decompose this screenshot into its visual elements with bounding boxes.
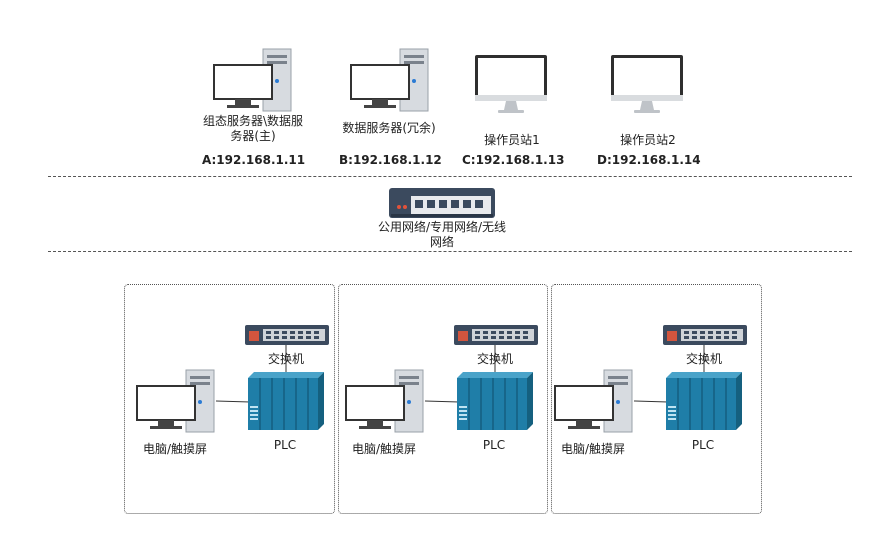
operator-1-monitor-icon xyxy=(475,55,547,113)
operator-1-label: 操作员站1 xyxy=(484,133,540,147)
server-a-label-1: 组态服务器\数据服 xyxy=(202,114,304,128)
zone-2-plc-label: PLC xyxy=(482,438,506,452)
network-boundary-bottom xyxy=(48,251,852,252)
zone-1-plc-icon xyxy=(248,372,324,430)
zone-1-switch-icon xyxy=(245,325,329,345)
operator-2-ip: D:192.168.1.14 xyxy=(597,153,701,167)
zone-3-switch-icon xyxy=(663,325,747,345)
zone-2-link-line xyxy=(424,345,496,403)
zone-1-plc-label: PLC xyxy=(273,438,297,452)
server-a-label-2: 务器(主) xyxy=(230,129,276,143)
server-a-icon xyxy=(213,48,292,112)
zone-3-plc-label: PLC xyxy=(691,438,715,452)
zone-3-plc-icon xyxy=(666,372,742,430)
network-boundary-top xyxy=(48,176,852,177)
zone-3 xyxy=(551,284,762,514)
network-label-2: 网络 xyxy=(429,235,454,249)
zone-3-pc-label: 电脑/触摸屏 xyxy=(560,442,626,456)
operator-2-monitor-icon xyxy=(611,55,683,113)
zone-2-pc-label: 电脑/触摸屏 xyxy=(351,442,417,456)
zone-2-switch-icon xyxy=(454,325,538,345)
zone-3-link-line xyxy=(633,345,705,403)
operator-1-ip: C:192.168.1.13 xyxy=(462,153,565,167)
server-b-label: 数据服务器(冗余) xyxy=(342,121,436,135)
zone-1 xyxy=(124,284,335,514)
operator-2-label: 操作员站2 xyxy=(620,133,676,147)
zone-2 xyxy=(338,284,548,514)
server-b-icon xyxy=(350,48,429,112)
zone-1-pc-label: 电脑/触摸屏 xyxy=(142,442,208,456)
zone-2-pc-icon xyxy=(345,369,424,433)
server-a-ip: A:192.168.1.11 xyxy=(202,153,306,167)
zone-3-pc-icon xyxy=(554,369,633,433)
zone-1-pc-icon xyxy=(136,369,215,433)
network-switch-icon xyxy=(389,188,495,218)
zone-1-link-line xyxy=(215,345,287,403)
network-label-1: 公用网络/专用网络/无线 xyxy=(377,220,507,234)
server-b-ip: B:192.168.1.12 xyxy=(339,153,442,167)
zone-2-plc-icon xyxy=(457,372,533,430)
